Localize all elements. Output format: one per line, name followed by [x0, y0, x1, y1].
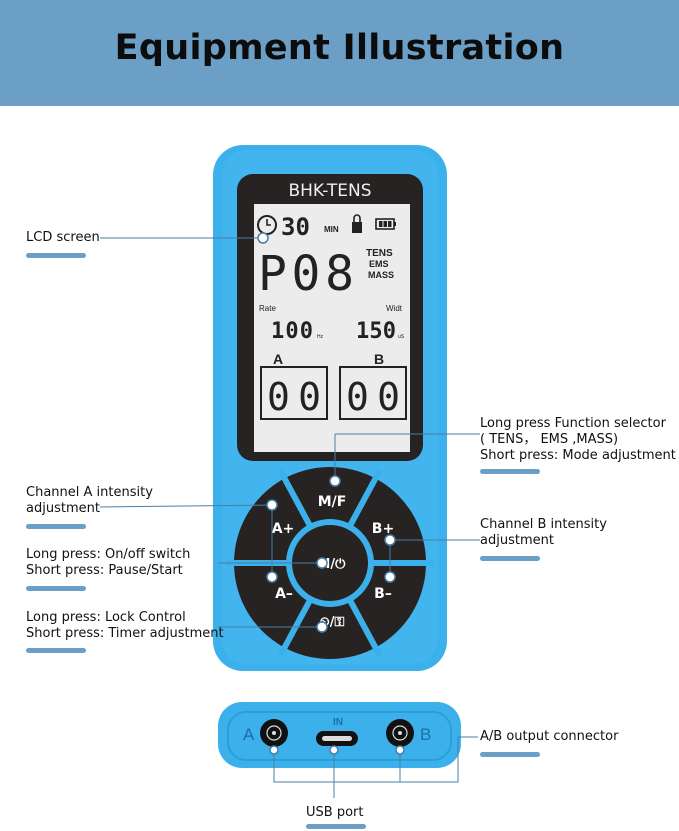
callout-text: USB port	[306, 805, 364, 820]
mode-ems: EMS	[369, 259, 389, 269]
callout-underline	[26, 586, 86, 591]
callout-text: Channel A intensity	[26, 485, 153, 500]
channel-a-label: A	[273, 351, 283, 367]
b-minus-button[interactable]: B–	[374, 586, 392, 602]
connector-in-label: IN	[333, 717, 343, 728]
width-unit: uS	[398, 334, 405, 340]
callout-lcd: LCD screen	[26, 230, 100, 246]
connector-a-label: A	[243, 725, 255, 744]
brand-name: BHK-TENS	[288, 181, 371, 201]
callout-underline	[26, 524, 86, 529]
callout-underline	[306, 824, 366, 829]
callout-text: Short press: Mode adjustment	[480, 448, 676, 463]
connector-b-label: B	[420, 725, 431, 744]
callout-text: adjustment	[26, 501, 100, 516]
lcd-screen	[254, 204, 410, 452]
battery-icon	[375, 218, 396, 230]
usb-c-port	[316, 731, 358, 746]
callout-usb: USB port	[306, 805, 363, 821]
callout-text: Long press: On/off switch	[26, 547, 191, 562]
mode-mass: MASS	[368, 270, 394, 280]
rate-value: 100	[271, 319, 313, 344]
callout-text: Long press: Lock Control	[26, 610, 186, 625]
mode-function-button[interactable]: M/F	[318, 494, 347, 510]
callout-text: Long press Function selector	[480, 416, 666, 431]
callout-text: Short press: Timer adjustment	[26, 626, 224, 641]
callout-text: adjustment	[480, 533, 554, 548]
callout-underline	[480, 556, 540, 561]
callout-underline	[26, 648, 86, 653]
header-band: Equipment Illustration	[0, 0, 679, 106]
mode-tens: TENS	[366, 248, 393, 259]
a-minus-button[interactable]: A–	[275, 586, 293, 602]
program-value: P08	[258, 246, 354, 302]
callout-output: A/B output connector	[480, 729, 618, 745]
callout-underline	[480, 469, 540, 474]
timer-unit: MIN	[324, 225, 339, 234]
lock-icon	[352, 214, 362, 233]
callout-text: LCD screen	[26, 230, 100, 245]
callout-text: A/B output connector	[480, 729, 619, 744]
callout-underline	[480, 752, 540, 757]
b-plus-button[interactable]: B+	[372, 521, 394, 537]
output-jack-b	[386, 719, 414, 747]
callout-text: Channel B intensity	[480, 517, 607, 532]
page-title: Equipment Illustration	[114, 28, 565, 68]
callout-text: Short press: Pause/Start	[26, 563, 183, 578]
callout-underline	[26, 253, 86, 258]
width-label: Widt	[386, 304, 403, 313]
power-pause-button[interactable]	[292, 525, 368, 601]
callout-text: ( TENS， EMS ,MASS)	[480, 432, 619, 447]
output-jack-a	[260, 719, 288, 747]
rate-label: Rate	[259, 304, 276, 313]
width-value: 150	[356, 319, 396, 344]
rate-unit: Hz	[317, 334, 324, 340]
timer-value: 30	[281, 213, 310, 241]
channel-b-label: B	[374, 351, 384, 367]
callout-function: Long press Function selector( TENS， EMS …	[480, 416, 676, 464]
a-plus-button[interactable]: A+	[272, 521, 295, 537]
